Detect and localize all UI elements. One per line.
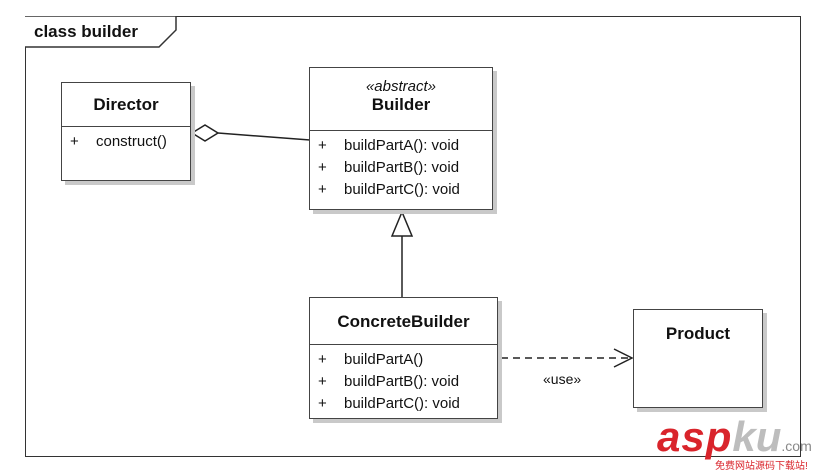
visibility-marker: + [318,137,327,154]
watermark-logo: aspku.com 免费网站源码下载站! [657,413,812,472]
operation-signature: buildPartC(): void [344,395,460,412]
visibility-marker: + [318,181,327,198]
class-concrete-builder-name: ConcreteBuilder [337,312,470,331]
operation-row: + buildPartC(): void [318,393,497,415]
operation-row: + construct() [70,131,190,153]
operation-signature: buildPartC(): void [344,181,460,198]
class-builder-operations: +buildPartA(): void +buildPartB(): void … [310,131,492,201]
dependency-stereotype-label: «use» [543,371,582,387]
class-concrete-builder-operations: + buildPartA() + buildPartB(): void + build… [310,345,497,415]
frame-title-tab: class builder [25,16,177,48]
operation-signature: buildPartA(): void [344,137,460,154]
visibility-marker: + [318,373,327,390]
class-builder[interactable]: «abstract» Builder + buildPartA(): void +… [309,67,493,210]
operation-signature: construct() [96,133,167,150]
operation-row: + buildPartC(): void [318,179,492,201]
operation-row: + buildPartB(): void [318,371,497,393]
class-product-name: Product [665,324,731,343]
dependency-arrowhead [613,348,634,368]
class-product[interactable]: Product [633,309,763,408]
aggregation-line [217,132,311,141]
operation-signature: buildPartA() [344,351,424,368]
operation-signature: buildPartB(): void [344,373,460,390]
class-director-operations: + construct() [62,127,190,153]
watermark-tagline: 免费网站源码下载站! [715,461,808,472]
operation-row: + buildPartB(): void [318,157,492,179]
class-director[interactable]: Director + construct() [61,82,191,181]
operation-row: + buildPartA(): void [318,135,492,157]
diagram-frame [25,16,801,457]
visibility-marker: + [318,159,327,176]
watermark-domain: .com [781,438,812,454]
operation-row: + buildPartA() [318,349,497,371]
operation-signature: buildPartB(): void [344,159,460,176]
frame-title: class builder [34,22,138,41]
visibility-marker: + [70,133,79,150]
aggregation-diamond [190,124,220,142]
class-director-name: Director [93,95,159,114]
class-builder-stereotype: «abstract» [365,78,437,95]
watermark-brand-ku: ku [732,413,782,460]
visibility-marker: + [318,395,327,412]
generalization-arrowhead [390,210,414,237]
class-concrete-builder[interactable]: ConcreteBuilder + buildPartA() + buildPart… [309,297,498,419]
watermark-brand: asp [657,413,733,460]
class-builder-name: Builder [371,95,431,114]
visibility-marker: + [318,351,327,368]
